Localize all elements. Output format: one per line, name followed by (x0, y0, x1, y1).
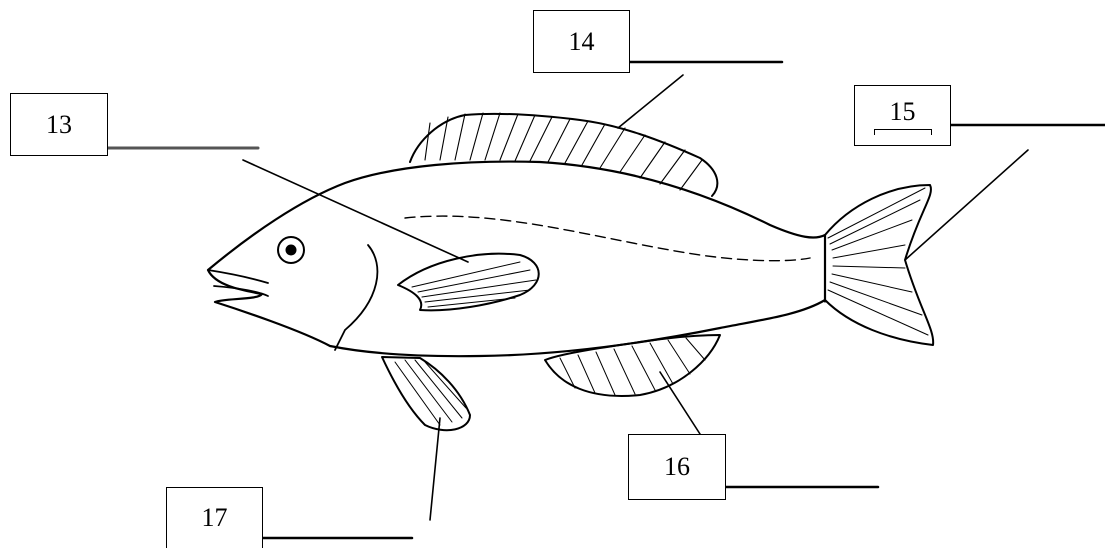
tail-fin-rays (828, 188, 928, 335)
label-box-16: 16 (628, 434, 726, 500)
label-box-17: 17 (166, 487, 263, 548)
pectoral-fin-rays (412, 262, 536, 307)
pointer-line-16 (660, 372, 700, 434)
label-13-text: 13 (46, 110, 72, 140)
pointer-line-13 (243, 160, 468, 262)
pelvic-fin (382, 357, 470, 430)
pointer-line-17 (430, 418, 440, 520)
bracket-mark (874, 129, 932, 135)
label-box-13: 13 (10, 93, 108, 156)
label-box-14: 14 (533, 10, 630, 73)
fish-mouth (208, 270, 268, 296)
fish-pupil (286, 245, 296, 255)
lateral-line (405, 216, 810, 261)
label-17-text: 17 (202, 503, 228, 533)
pointer-line-14 (618, 75, 683, 128)
anal-fin-rays (560, 338, 705, 395)
pelvic-fin-rays (395, 360, 466, 425)
label-14-text: 14 (569, 27, 595, 57)
fish-gill (335, 245, 377, 350)
dorsal-fin-rays (425, 113, 702, 190)
label-16-text: 16 (664, 452, 690, 482)
pointer-line-15 (905, 150, 1028, 260)
label-box-15: 15 (854, 85, 951, 146)
label-15-text: 15 (890, 97, 916, 127)
tail-fin (825, 185, 933, 345)
